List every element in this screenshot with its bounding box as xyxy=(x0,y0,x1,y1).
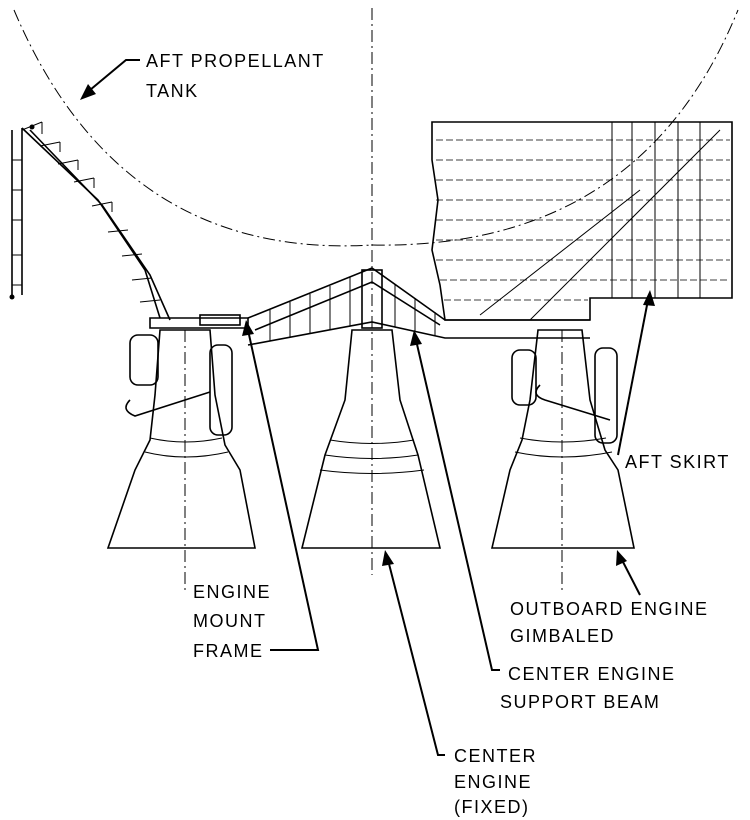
label-center-engine-support-beam-line2: SUPPORT BEAM xyxy=(500,692,660,712)
label-outboard-engine-line1: OUTBOARD ENGINE xyxy=(510,599,709,619)
centerlines xyxy=(184,8,563,590)
right-aft-skirt xyxy=(431,121,733,321)
label-outboard-engine: OUTBOARD ENGINE GIMBALED xyxy=(510,599,709,646)
label-center-engine: CENTER ENGINE (FIXED) xyxy=(454,746,537,817)
label-engine-mount-frame-line3: FRAME xyxy=(193,641,264,661)
label-aft-propellant-tank-line1: AFT PROPELLANT xyxy=(146,51,325,71)
left-aft-skirt xyxy=(9,121,171,321)
outboard-engine-left xyxy=(106,329,256,549)
label-engine-mount-frame-line1: ENGINE xyxy=(193,582,271,602)
aft-propellant-tank xyxy=(13,9,739,247)
label-center-engine-line2: ENGINE xyxy=(454,772,532,792)
label-aft-propellant-tank: AFT PROPELLANT TANK xyxy=(146,51,325,101)
label-engine-mount-frame: ENGINE MOUNT FRAME xyxy=(193,582,271,661)
label-outboard-engine-line2: GIMBALED xyxy=(510,626,615,646)
label-center-engine-support-beam: CENTER ENGINE SUPPORT BEAM xyxy=(500,664,676,712)
outboard-engine-right xyxy=(490,329,635,549)
label-aft-propellant-tank-line2: TANK xyxy=(146,81,199,101)
label-engine-mount-frame-line2: MOUNT xyxy=(193,611,267,631)
leader-lines xyxy=(80,59,655,756)
label-aft-skirt-line1: AFT SKIRT xyxy=(625,452,730,472)
label-center-engine-line3: (FIXED) xyxy=(454,797,530,817)
center-engine xyxy=(300,329,442,549)
label-center-engine-support-beam-line1: CENTER ENGINE xyxy=(508,664,676,684)
label-center-engine-line1: CENTER xyxy=(454,746,537,766)
thrust-structure xyxy=(149,267,590,346)
label-aft-skirt: AFT SKIRT xyxy=(625,452,730,472)
